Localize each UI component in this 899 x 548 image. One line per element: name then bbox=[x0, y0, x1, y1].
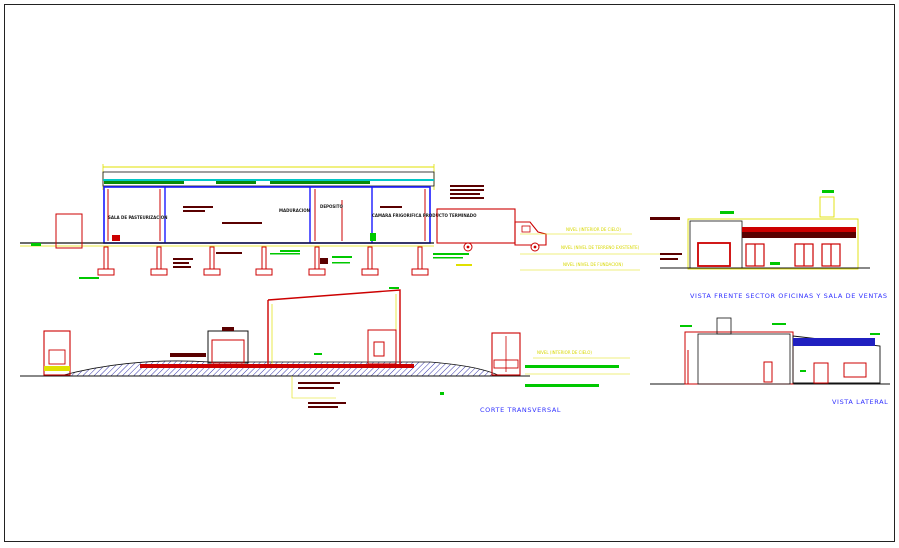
room-label-deposit: DEPOSITO bbox=[320, 204, 343, 209]
front-view-offices bbox=[650, 190, 870, 270]
longitudinal-section: SALA DE PASTEURIZACION MADURACION DEPOSI… bbox=[20, 164, 660, 279]
level-ground-label: NIVEL (NIVEL DE TERRENO EXISTENTE) bbox=[561, 245, 640, 250]
level-notes: NIVEL (INTERIOR DE CIELO) NIVEL (NIVEL D… bbox=[520, 227, 660, 271]
level-foundation-label: NIVEL (NIVEL DE FUNDACION) bbox=[563, 262, 623, 267]
caption-cross-section: CORTE TRANSVERSAL bbox=[480, 406, 561, 414]
side-view bbox=[650, 317, 890, 385]
truck-icon bbox=[491, 332, 521, 376]
sheet-border bbox=[4, 4, 895, 542]
level-ceiling-label: NIVEL (INTERIOR DE CIELO) bbox=[566, 227, 621, 232]
caption-front-view: VISTA FRENTE SECTOR OFICINAS Y SALA DE V… bbox=[690, 292, 888, 300]
caption-side-view: VISTA LATERAL bbox=[832, 398, 888, 406]
room-label-pasteurization: SALA DE PASTEURIZACION bbox=[108, 215, 167, 220]
room-label-cold-room: CAMARA FRIGORIFICA PRODUCTO TERMINADO bbox=[372, 213, 477, 218]
truck-icon bbox=[436, 208, 547, 252]
level-ceiling-2-label: NIVEL (INTERIOR DE CIELO) bbox=[537, 350, 592, 355]
truck-icon bbox=[43, 330, 71, 376]
room-label-maturation: MADURACION bbox=[279, 208, 310, 213]
cross-section: NIVEL (INTERIOR DE CIELO) bbox=[20, 287, 630, 408]
